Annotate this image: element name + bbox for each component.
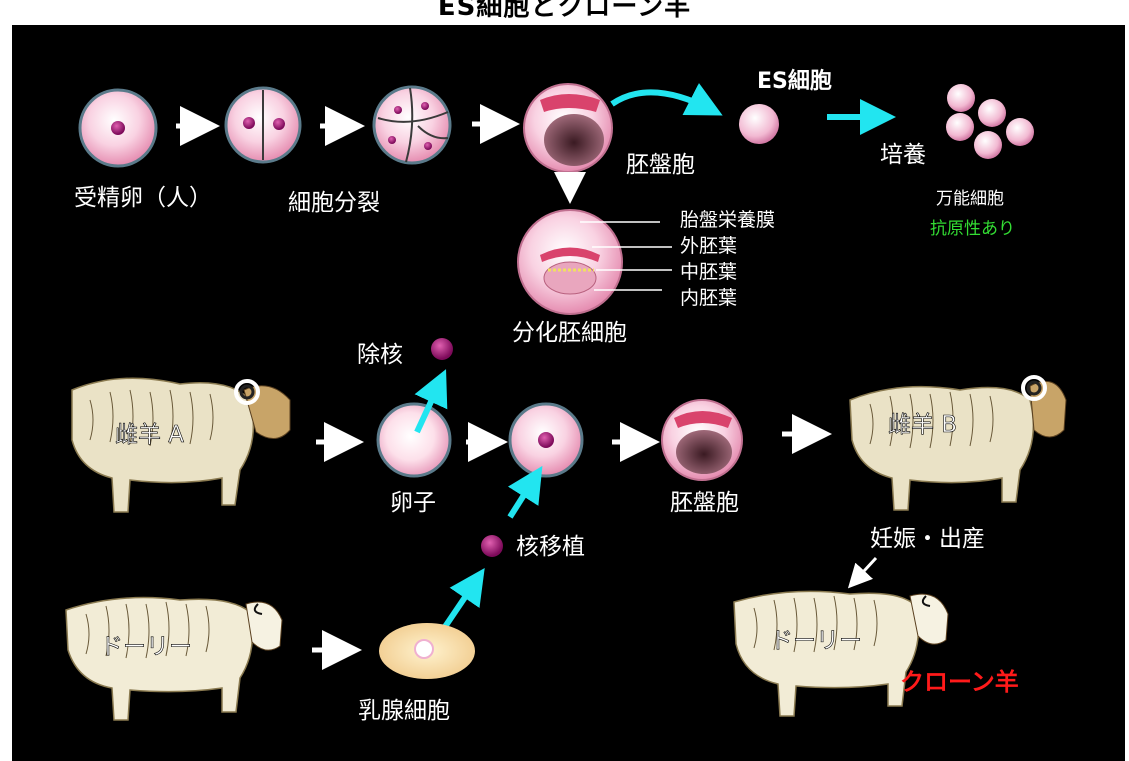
label-mesoderm: 中胚葉: [680, 261, 737, 283]
four-cell-stage: [374, 87, 450, 163]
cultured-cells: [946, 84, 1034, 159]
label-blastocyst-2: 胚盤胞: [670, 490, 739, 516]
removed-nucleus: [431, 338, 453, 360]
label-ewe-b: 雌羊 B: [888, 412, 957, 438]
label-ectoderm: 外胚葉: [680, 235, 737, 257]
label-dolly-2: ドーリー: [770, 628, 862, 654]
es-cell: [739, 104, 779, 144]
label-culture: 培養: [880, 142, 926, 168]
egg-cell: [378, 404, 450, 476]
label-enucleation: 除核: [357, 342, 403, 368]
es-extract-arrow: [612, 92, 712, 110]
label-pluripotent: 万能細胞: [936, 189, 1004, 209]
blastocyst-top: [524, 84, 612, 172]
label-differentiated: 分化胚細胞: [512, 320, 627, 346]
transfer-arrow-up: [510, 476, 536, 517]
zygote-cell: [80, 90, 156, 166]
differentiated-embryo: [518, 210, 672, 314]
label-clone: クローン羊: [900, 668, 1019, 696]
ewe-b-sheep: [850, 377, 1066, 510]
label-dolly: ドーリー: [100, 634, 192, 660]
label-trophoblast: 胎盤栄養膜: [680, 209, 775, 231]
label-endoderm: 内胚葉: [680, 287, 737, 309]
label-blastocyst: 胚盤胞: [626, 152, 695, 178]
donor-nucleus: [481, 535, 503, 557]
reconstructed-egg: [510, 404, 582, 476]
label-ewe-a: 雌羊 A: [115, 422, 184, 448]
label-mammary: 乳腺細胞: [358, 698, 450, 724]
label-egg: 卵子: [390, 490, 436, 516]
label-pregnancy: 妊娠・出産: [870, 526, 985, 552]
label-nuclear-transfer: 核移植: [516, 534, 585, 560]
label-es-cell: ES細胞: [757, 68, 832, 94]
label-zygote: 受精卵（人）: [74, 185, 212, 211]
label-antigenicity: 抗原性あり: [930, 219, 1015, 239]
mammary-cell: [379, 623, 475, 679]
two-cell-stage: [226, 88, 300, 162]
blastocyst-clone: [662, 400, 742, 480]
label-cleavage: 細胞分裂: [288, 190, 380, 216]
arrow-birth: [852, 558, 876, 584]
